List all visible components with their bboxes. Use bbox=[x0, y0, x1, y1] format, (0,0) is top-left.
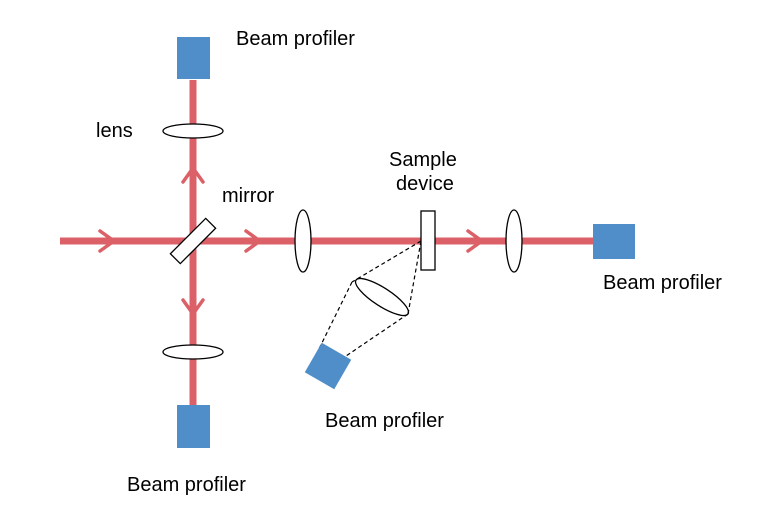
label-beam-profiler-top: Beam profiler bbox=[236, 28, 355, 50]
beam-profiler-bottom bbox=[177, 405, 210, 448]
lens-right bbox=[505, 209, 523, 273]
labels: Beam profiler lens mirror Sample device … bbox=[96, 28, 722, 496]
scatter-line-4 bbox=[345, 313, 409, 357]
mirror bbox=[169, 217, 217, 265]
label-sample: Sample bbox=[389, 149, 457, 171]
label-beam-profiler-bottom: Beam profiler bbox=[127, 474, 246, 496]
beam-profilers bbox=[177, 37, 635, 448]
label-device: device bbox=[396, 173, 454, 195]
lenses bbox=[162, 123, 523, 360]
lens-scatter bbox=[354, 277, 410, 317]
arrow-right-3 bbox=[466, 229, 484, 253]
arrow-right-1 bbox=[98, 229, 116, 253]
arrow-up bbox=[181, 166, 205, 184]
beam-profiler-top bbox=[177, 37, 210, 79]
label-mirror: mirror bbox=[222, 185, 275, 207]
lens-top bbox=[162, 123, 224, 139]
arrow-down bbox=[181, 298, 205, 316]
scatter-line-1 bbox=[351, 240, 422, 283]
beam-profiler-scatter bbox=[304, 342, 352, 390]
scatter-lines bbox=[313, 240, 422, 360]
scatter-line-2 bbox=[407, 240, 422, 315]
label-beam-profiler-right: Beam profiler bbox=[603, 272, 722, 294]
lens-bottom bbox=[162, 344, 224, 360]
arrow-right-2 bbox=[244, 229, 262, 253]
beam-profiler-right bbox=[593, 224, 635, 259]
beam-arrows bbox=[98, 166, 484, 316]
label-lens: lens bbox=[96, 120, 133, 142]
lens-middle bbox=[294, 209, 312, 273]
sample-device bbox=[420, 210, 436, 271]
label-beam-profiler-scatter: Beam profiler bbox=[325, 410, 444, 432]
